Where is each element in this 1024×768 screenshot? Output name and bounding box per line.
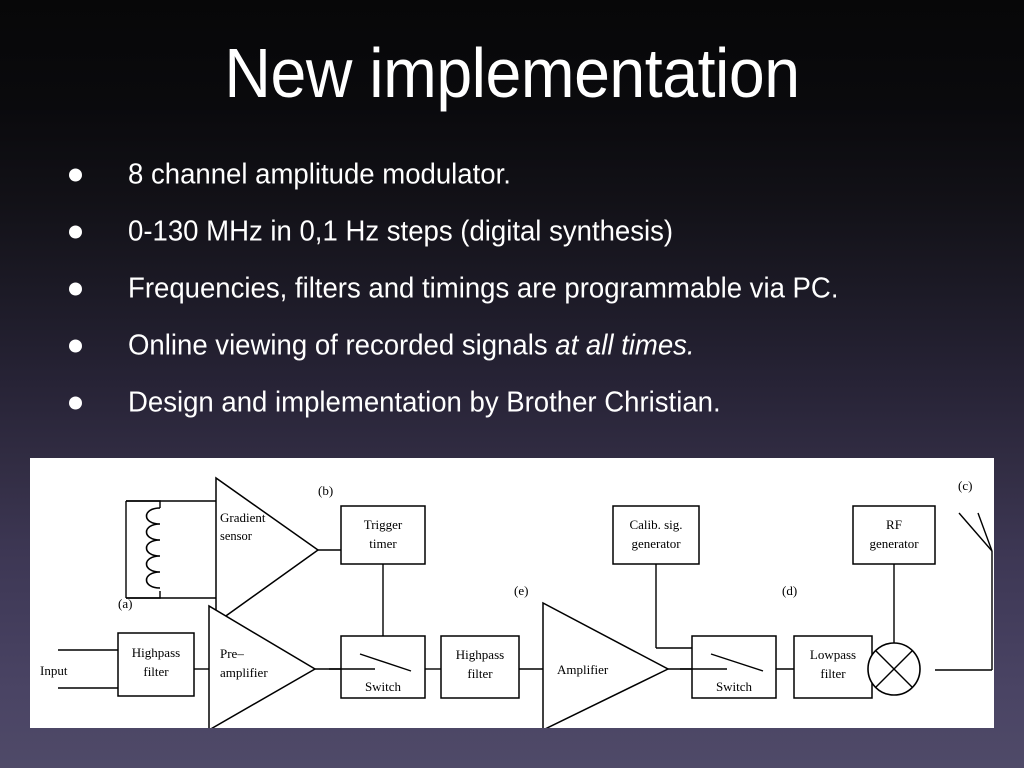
bullet-icon	[69, 282, 82, 295]
amplifier: Amplifier	[542, 601, 692, 728]
input-label: Input	[40, 663, 68, 678]
trigger-timer: Trigger timer	[318, 505, 426, 648]
lowpass-filter: Lowpass filter	[793, 635, 894, 699]
highpass-filter-1: Highpass filter	[117, 632, 209, 697]
list-item-label: 0-130 MHz in 0,1 Hz steps (digital synth…	[128, 215, 674, 247]
bullet-icon	[69, 339, 82, 352]
pre-amplifier: Pre– amplifier	[208, 604, 341, 728]
gradient-sensor-label-line2: sensor	[220, 529, 253, 543]
trigger-timer-label-line2: timer	[369, 536, 397, 551]
bullet-icon	[69, 396, 82, 409]
calib-sig-generator: Calib. sig. generator	[612, 505, 700, 648]
amplifier-label: Amplifier	[557, 662, 609, 677]
list-item-label-emphasis: at all times.	[555, 329, 695, 361]
list-item: Frequencies, filters and timings are pro…	[62, 260, 1002, 317]
tag-e-label: (e)	[514, 583, 528, 598]
pre-amplifier-label-line2: amplifier	[220, 665, 268, 680]
calib-sig-generator-label-line2: generator	[631, 536, 681, 551]
block-diagram-svg: Gradient sensor (b) Trigger timer Calib.…	[40, 476, 993, 728]
highpass-filter-2-label-line2: filter	[467, 666, 493, 681]
page-title: New implementation	[224, 34, 800, 112]
highpass-filter-1-label-line1: Highpass	[132, 645, 180, 660]
pickup-coil	[126, 500, 161, 599]
list-item-label: Online viewing of recorded signals at al…	[128, 329, 695, 362]
list-item-label: 8 channel amplitude modulator.	[128, 158, 511, 190]
list-item: Design and implementation by Brother Chr…	[62, 374, 1002, 431]
block-diagram-figure: Gradient sensor (b) Trigger timer Calib.…	[30, 458, 994, 728]
pre-amplifier-label-line1: Pre–	[220, 646, 244, 661]
bullet-icon	[69, 168, 82, 181]
highpass-filter-1-label-line2: filter	[143, 664, 169, 679]
tag-c-label: (c)	[958, 478, 972, 493]
tag-a-label: (a)	[118, 596, 132, 611]
bullet-icon	[69, 225, 82, 238]
highpass-filter-2-label-line1: Highpass	[456, 647, 504, 662]
lowpass-filter-label-line2: filter	[820, 666, 846, 681]
list-item: 8 channel amplitude modulator.	[62, 146, 1002, 203]
input: Input	[40, 649, 118, 689]
rf-generator-label-line1: RF	[886, 517, 902, 532]
list-item: Online viewing of recorded signals at al…	[62, 317, 1002, 374]
switch-1: Switch	[329, 635, 441, 699]
gradient-sensor: Gradient sensor	[125, 476, 320, 625]
mixer	[867, 642, 921, 696]
gradient-sensor-label-line1: Gradient	[220, 510, 266, 525]
tag-d-label: (d)	[782, 583, 797, 598]
highpass-filter-2: Highpass filter	[440, 635, 543, 699]
switch-2: Switch	[656, 635, 794, 699]
trigger-timer-label-line1: Trigger	[364, 517, 403, 532]
antenna	[935, 512, 993, 671]
calib-sig-generator-label-line1: Calib. sig.	[629, 517, 682, 532]
lowpass-filter-label-line1: Lowpass	[810, 647, 856, 662]
list-item-label: Design and implementation by Brother Chr…	[128, 386, 721, 418]
list-item-label-plain: Online viewing of recorded signals	[128, 329, 556, 361]
bullet-list: 8 channel amplitude modulator. 0-130 MHz…	[62, 146, 1002, 431]
list-item-label: Frequencies, filters and timings are pro…	[128, 272, 839, 304]
tag-b-label: (b)	[318, 483, 333, 498]
switch-1-label: Switch	[365, 679, 402, 694]
switch-2-label: Switch	[716, 679, 753, 694]
list-item: 0-130 MHz in 0,1 Hz steps (digital synth…	[62, 203, 1002, 260]
rf-generator-label-line2: generator	[869, 536, 919, 551]
rf-generator: RF generator	[852, 505, 936, 654]
